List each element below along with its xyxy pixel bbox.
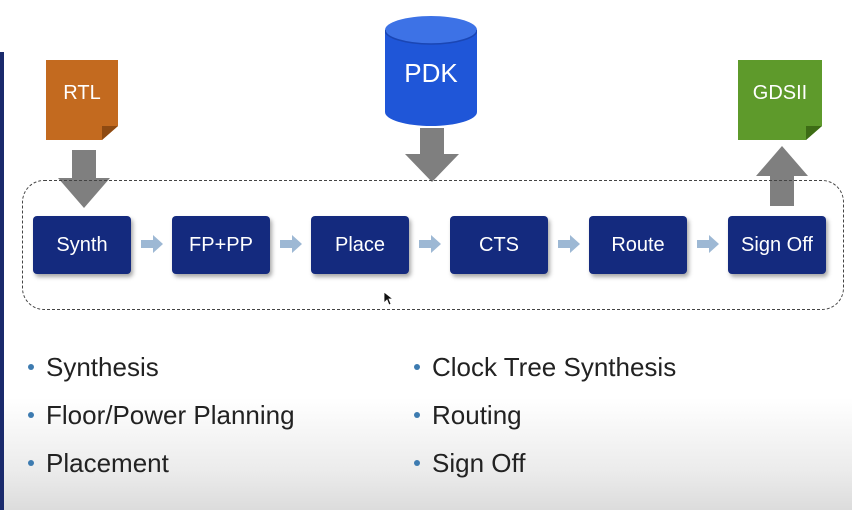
step-cts: CTS: [450, 216, 548, 274]
bullet-dot: [414, 460, 420, 466]
pdk-down-arrow: [405, 128, 459, 182]
step-arrow-1: [141, 235, 163, 253]
flow-group-container: [22, 180, 844, 310]
bullet-text: Placement: [46, 448, 169, 478]
step-arrow-5: [697, 235, 719, 253]
step-sign-off: Sign Off: [728, 216, 826, 274]
step-arrow-2: [280, 235, 302, 253]
gdsii-up-arrow: [756, 146, 808, 206]
step-arrow-4: [558, 235, 580, 253]
step-arrow-3: [419, 235, 441, 253]
bullet-dot: [28, 364, 34, 370]
step-place: Place: [311, 216, 409, 274]
bullet-text: Clock Tree Synthesis: [432, 352, 677, 382]
bullet-list-left: Synthesis Floor/Power Planning Placement: [24, 348, 295, 492]
bullet-item: Clock Tree Synthesis: [410, 348, 676, 396]
slide-left-accent-bar: [0, 52, 4, 510]
bullet-dot: [28, 460, 34, 466]
rtl-down-arrow: [58, 150, 110, 208]
mouse-cursor-icon: [384, 292, 394, 306]
gdsii-label: GDSII: [752, 81, 808, 104]
bullet-text: Routing: [432, 400, 522, 430]
step-synth: Synth: [33, 216, 131, 274]
bullet-item: Routing: [410, 396, 676, 444]
bullet-item: Floor/Power Planning: [24, 396, 295, 444]
rtl-label: RTL: [63, 81, 101, 104]
rtl-document-shape: [46, 60, 118, 140]
bullet-text: Floor/Power Planning: [46, 400, 295, 430]
bullet-item: Placement: [24, 444, 295, 492]
bullet-dot: [28, 412, 34, 418]
bullet-text: Sign Off: [432, 448, 526, 478]
bullet-item: Synthesis: [24, 348, 295, 396]
step-fp-pp: FP+PP: [172, 216, 270, 274]
bullet-dot: [414, 412, 420, 418]
bullet-list-right: Clock Tree Synthesis Routing Sign Off: [410, 348, 676, 492]
bullet-item: Sign Off: [410, 444, 676, 492]
pdk-label: PDK: [404, 58, 458, 88]
gdsii-document-shape: [738, 60, 822, 140]
bullet-dot: [414, 364, 420, 370]
bullet-text: Synthesis: [46, 352, 159, 382]
step-route: Route: [589, 216, 687, 274]
pdk-database-shape: [385, 16, 477, 126]
